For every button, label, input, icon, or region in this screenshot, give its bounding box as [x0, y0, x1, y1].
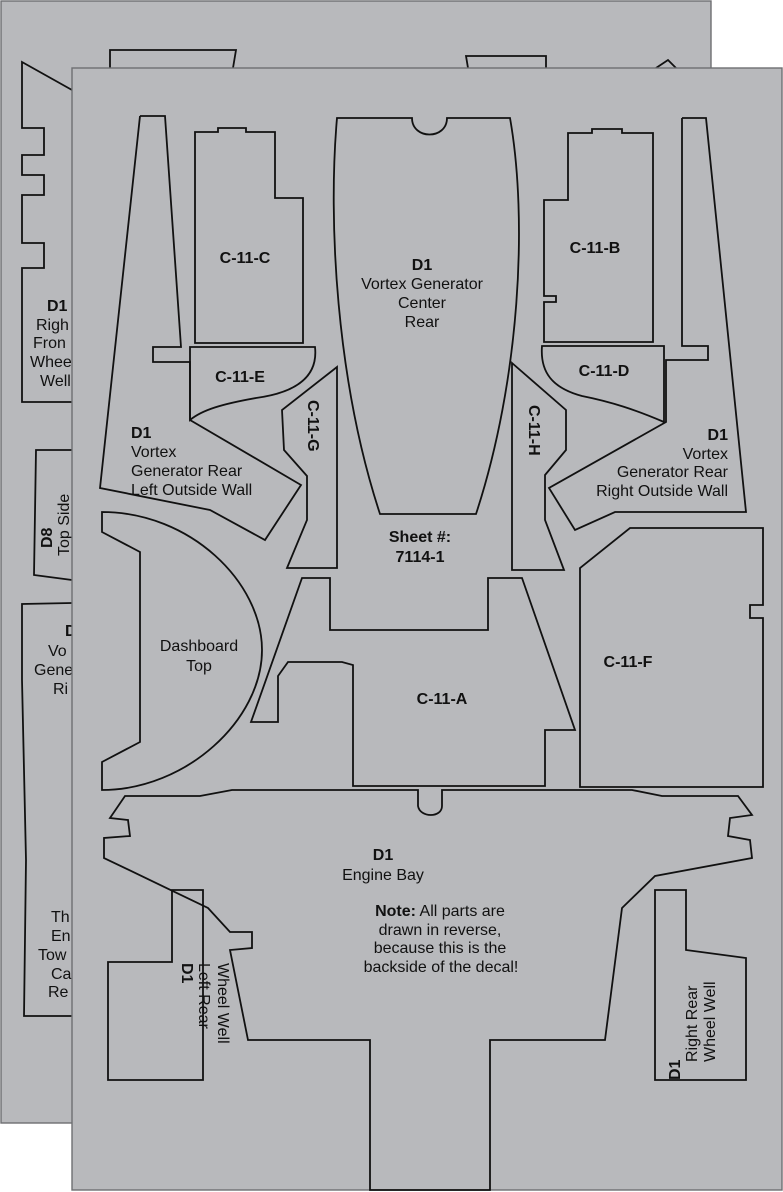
part-right-rear-well	[654, 889, 747, 1081]
svg-text:D1: D1	[667, 1059, 684, 1080]
label-dashboard-2: Top	[186, 658, 212, 675]
back-label-engine-tower-1: Th	[51, 909, 70, 926]
label-left-rear-well: D1 Left Rear Wheel Well	[178, 963, 231, 1044]
label-c11b: C-11-B	[570, 240, 621, 257]
svg-text:Wheel Well: Wheel Well	[702, 981, 719, 1062]
back-label-engine-tower-2: En	[51, 928, 71, 945]
part-center-rear	[332, 117, 520, 515]
back-label-engine-tower-5: Re	[48, 984, 69, 1001]
label-c11f: C-11-F	[604, 654, 653, 671]
svg-text:Left Rear: Left Rear	[195, 963, 212, 1029]
label-left-outside-2: Generator Rear	[131, 463, 243, 480]
label-dashboard-1: Dashboard	[160, 638, 238, 655]
label-right-outside-3: Right Outside Wall	[596, 483, 728, 500]
label-center-rear-2: Center	[398, 295, 447, 312]
label-center-rear-3: Rear	[405, 314, 440, 331]
note-line-2: drawn in reverse,	[379, 922, 502, 939]
part-c11d	[540, 345, 665, 424]
label-left-outside-1: Vortex	[131, 444, 176, 461]
svg-text:Right Rear: Right Rear	[684, 985, 701, 1062]
back-label-right-front-2: Fron	[33, 335, 66, 352]
back-part-top-fragment-right	[464, 55, 547, 69]
label-c11h: C-11-H	[525, 405, 542, 456]
front-sheet-background	[71, 67, 783, 1191]
sheet-number-value: 7114-1	[396, 549, 445, 566]
part-dashboard-top	[101, 511, 263, 791]
svg-text:D8: D8	[39, 527, 56, 548]
part-c11a	[249, 577, 577, 787]
label-right-outside-code: D1	[708, 427, 729, 444]
label-left-outside-3: Left Outside Wall	[131, 482, 252, 499]
label-engine-bay-code: D1	[373, 847, 394, 864]
label-right-outside-2: Generator Rear	[617, 464, 729, 481]
svg-text:D1: D1	[178, 963, 195, 984]
part-engine-bay	[103, 789, 754, 1191]
note-line-3: because this is the	[374, 940, 507, 957]
back-label-right-front-code: D1	[47, 298, 68, 315]
back-label-vortex-right-code: D	[65, 623, 77, 640]
part-c11e	[189, 346, 317, 422]
sheet-number-label: Sheet #:	[389, 529, 451, 546]
part-c11b	[543, 128, 654, 343]
front-sheet: C-11-C C-11-B C-11-E C-11-D C-11-A C-11-…	[71, 67, 783, 1191]
back-part-top-fragment-left	[109, 49, 238, 69]
back-part-top-side	[33, 449, 73, 581]
back-label-engine-tower-3: Tow	[38, 947, 67, 964]
part-right-outside-wall	[547, 117, 747, 532]
part-c11g	[281, 365, 338, 569]
back-label-right-front-1: Righ	[36, 317, 69, 334]
back-label-top-side: D8 Top Side	[39, 494, 73, 556]
part-c11c	[194, 127, 304, 344]
note-line-4: backside of the decal!	[364, 959, 519, 976]
label-right-outside-1: Vortex	[683, 446, 728, 463]
back-label-right-front-4: Well	[40, 373, 71, 390]
label-c11e: C-11-E	[215, 369, 265, 386]
part-c11f	[579, 527, 764, 788]
label-c11c: C-11-C	[220, 250, 271, 267]
back-part-right-front-wheel-well	[21, 60, 73, 403]
label-engine-bay-name: Engine Bay	[342, 867, 424, 884]
back-label-vortex-right-2: Gene	[34, 662, 73, 679]
back-label-vortex-right-3: Ri	[53, 681, 68, 698]
part-c11h	[511, 361, 567, 571]
back-label-vortex-right-1: Vo	[48, 643, 67, 660]
label-c11g: C-11-G	[304, 400, 321, 452]
back-part-corner-fragment	[655, 58, 677, 69]
svg-text:Top Side: Top Side	[56, 494, 73, 556]
part-left-rear-well	[107, 889, 204, 1081]
label-right-rear-well: D1 Right Rear Wheel Well	[667, 981, 719, 1080]
label-left-outside-code: D1	[131, 425, 152, 442]
back-label-engine-tower-4: Ca	[51, 966, 72, 983]
label-c11a: C-11-A	[417, 691, 468, 708]
label-c11d: C-11-D	[579, 363, 630, 380]
note-line-1: Note: All parts are	[375, 903, 505, 920]
svg-text:Wheel Well: Wheel Well	[214, 963, 231, 1044]
label-center-rear-code: D1	[412, 257, 433, 274]
back-label-right-front-3: Whee	[30, 354, 72, 371]
label-center-rear-1: Vortex Generator	[361, 276, 484, 293]
back-part-vortex-right	[21, 602, 73, 1017]
